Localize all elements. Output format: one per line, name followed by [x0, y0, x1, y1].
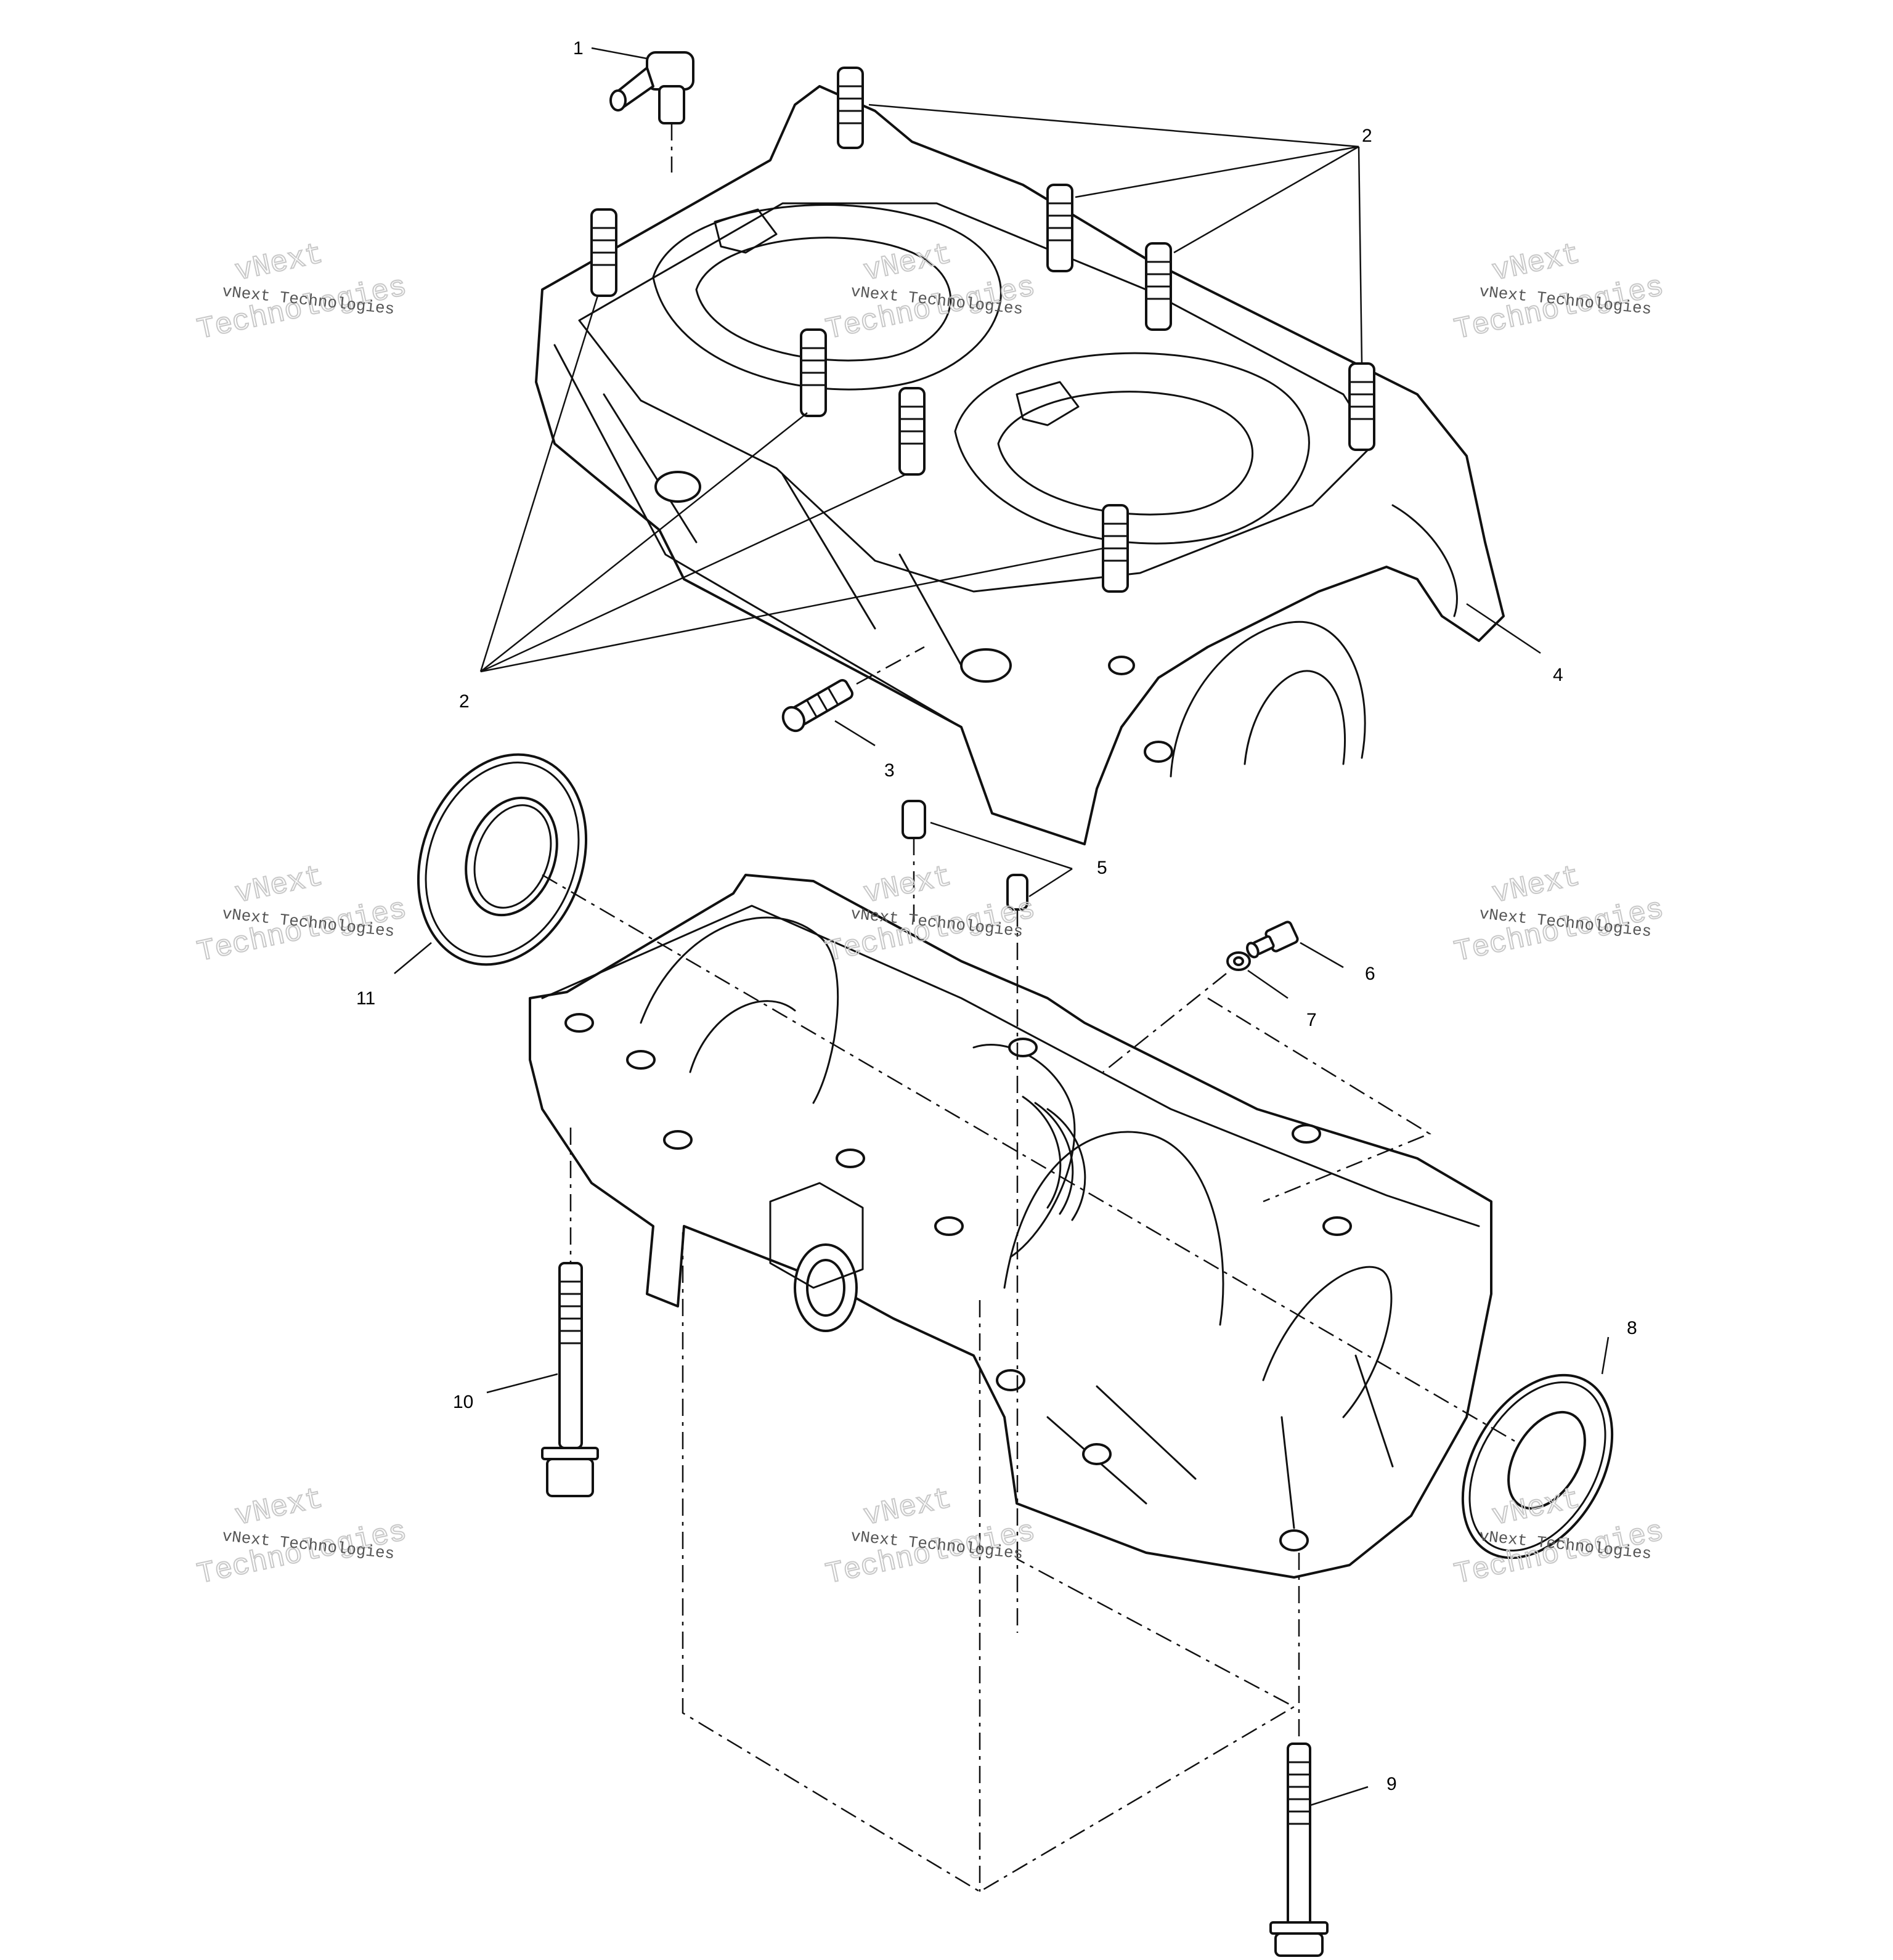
plug-guide-line — [856, 646, 925, 685]
cylinder-studs — [590, 67, 1375, 593]
plug-fitting — [781, 679, 854, 733]
stud — [1102, 504, 1129, 593]
long-bolt-right — [1269, 1742, 1329, 1957]
svg-text:vNext: vNext — [861, 860, 955, 911]
stud — [1348, 362, 1375, 451]
oil-seal-left — [417, 753, 588, 966]
callout-5: 5 — [1097, 858, 1107, 878]
callout-4: 4 — [1553, 665, 1563, 685]
callout-2-top: 2 — [1362, 126, 1372, 146]
callout-11: 11 — [356, 988, 375, 1009]
stud — [898, 387, 926, 476]
callout-9: 9 — [1386, 1774, 1397, 1794]
elbow-fitting — [609, 51, 694, 124]
leader-lines — [394, 47, 1610, 1807]
svg-text:vNext: vNext — [232, 238, 326, 289]
seal-axis-line — [542, 874, 1516, 1443]
svg-text:vNext: vNext — [861, 1482, 955, 1534]
svg-text:vNext: vNext — [1489, 238, 1583, 289]
long-bolt-left — [541, 1262, 599, 1497]
stud — [1046, 184, 1073, 272]
callout-2-bottom: 2 — [459, 691, 470, 712]
flange-bolt — [1246, 921, 1299, 959]
washer — [1226, 951, 1251, 971]
callout-6: 6 — [1365, 964, 1375, 984]
callout-labels: 1 2 2 3 4 5 6 7 8 9 10 11 — [356, 38, 1637, 1794]
callout-7: 7 — [1306, 1010, 1317, 1030]
dowel-pins — [902, 800, 1028, 911]
stud — [837, 67, 864, 149]
svg-text:vNext: vNext — [232, 860, 326, 911]
stud — [1145, 242, 1172, 331]
assembly-guide-box — [682, 1232, 1296, 1893]
svg-text:vNext: vNext — [232, 1482, 326, 1534]
callout-3: 3 — [884, 760, 895, 781]
stud — [800, 328, 827, 417]
upper-crankcase — [535, 85, 1505, 845]
callout-1: 1 — [573, 38, 584, 59]
callout-8: 8 — [1627, 1318, 1637, 1338]
bolt-guide-line — [1102, 973, 1431, 1203]
lower-crankcase — [529, 874, 1492, 1579]
svg-text:vNext: vNext — [1489, 860, 1583, 911]
stud — [590, 208, 617, 297]
callout-10: 10 — [453, 1392, 473, 1412]
oil-seal-right — [1461, 1373, 1614, 1559]
